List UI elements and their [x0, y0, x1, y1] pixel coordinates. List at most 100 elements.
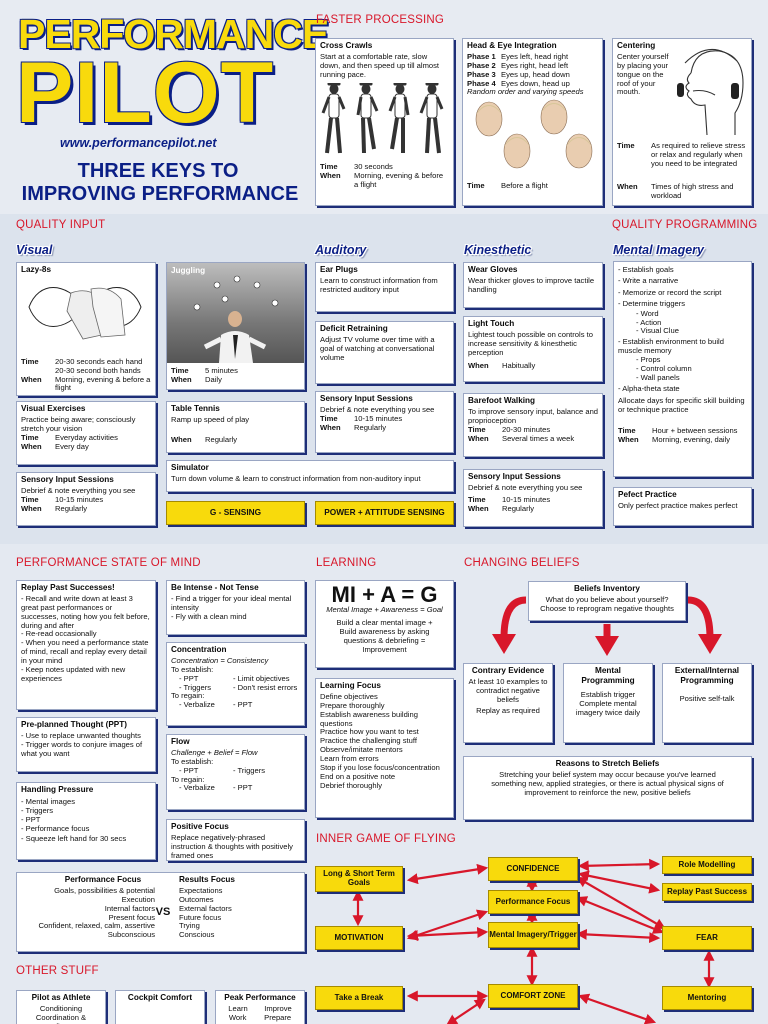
time-value: 10-15 minutes [502, 494, 551, 504]
phase-label: Phase 2 [467, 60, 496, 70]
card-text: To improve sensory input, balance and pr… [468, 406, 599, 425]
card-text: Center yourself by placing your tongue o… [617, 51, 669, 97]
sensory-auditory-card: Sensory Input Sessions Debrief & note ev… [315, 391, 454, 453]
trigger-item: Visual Clue [636, 327, 747, 336]
quality-programming-header: QUALITY PROGRAMMING [612, 219, 758, 231]
performance-focus-node: Performance Focus [488, 890, 578, 914]
when-value: Times of high stress and workload [651, 182, 734, 200]
website-link[interactable]: www.performancepilot.net [60, 136, 217, 150]
when-label: When [21, 503, 42, 513]
peak-item: Work [228, 1012, 247, 1022]
card-text: Wear thicker gloves to improve tactile h… [468, 275, 595, 294]
time-label: Time [320, 413, 338, 423]
juggling-photo [167, 263, 304, 363]
card-title: Cockpit Comfort [127, 993, 193, 1002]
quality-input-header: QUALITY INPUT [16, 219, 106, 231]
mentoring-node: Mentoring [662, 986, 752, 1010]
establish-label: To establish: [171, 664, 214, 674]
env-item: Control column [636, 364, 747, 374]
card-title: Wear Gloves [468, 265, 518, 274]
when-label: When [21, 374, 42, 384]
imagery-item: Establish goals [618, 264, 747, 275]
flow-card: Flow Challenge + Belief = Flow To establ… [166, 734, 305, 810]
time-value: 20-30 minutes [502, 424, 551, 434]
establish-item: Triggers [179, 683, 227, 693]
when-label: When [468, 360, 489, 370]
pilot-athlete-card: Pilot as Athlete Conditioning Coordinati… [16, 990, 106, 1024]
power-attitude-sensing-button[interactable]: POWER + ATTITUDE SENSING [315, 501, 454, 525]
results-focus-item: Trying [179, 921, 200, 931]
psm-header: PERFORMANCE STATE OF MIND [16, 557, 201, 569]
learning-item: Debrief thoroughly [320, 781, 383, 791]
time-label: Time [21, 356, 39, 366]
when-label: When [171, 434, 192, 444]
card-text: At least 10 examples to contradict negat… [468, 676, 548, 704]
mi-a-g-formula: MI + A = G [331, 582, 438, 607]
phase-value: Eyes right, head left [501, 60, 569, 70]
when-label: When [468, 503, 489, 513]
visual-subheader: Visual [16, 243, 53, 257]
card-title: Visual Exercises [21, 404, 86, 413]
replay-item: Keep notes updated with new experiences [21, 665, 151, 684]
when-value: Several times a week [502, 433, 575, 443]
when-value: Morning, evening & before a flight [55, 374, 151, 393]
time-value: 10-15 minutes [55, 494, 104, 504]
learning-item: Observe/imitate mentors [320, 745, 403, 755]
card-title: Light Touch [468, 319, 515, 328]
when-value: Regularly [55, 503, 88, 513]
beliefs-inventory-card: Beliefs Inventory What do you believe ab… [528, 581, 686, 621]
when-label: When [618, 435, 639, 444]
logo-pilot: PILOT [16, 45, 275, 141]
time-value: 30 seconds [354, 162, 393, 172]
card-text: What do you believe about yourself? Choo… [540, 594, 674, 613]
card-title: Positive Focus [171, 822, 229, 831]
card-title: Contrary Evidence [471, 666, 545, 675]
card-text: Only perfect practice makes perfect [618, 500, 738, 510]
card-title: Table Tennis [171, 404, 220, 413]
card-text: Replay as required [476, 705, 540, 715]
handling-pressure-card: Handling Pressure Mental images Triggers… [16, 782, 156, 860]
replay-list: Recall and write down at least 3 great p… [21, 594, 151, 685]
card-title: Reasons to Stretch Beliefs [555, 759, 660, 768]
learning-header: LEARNING [316, 557, 377, 569]
auditory-subheader: Auditory [315, 243, 367, 257]
replay-item: When you need a performance state of min… [21, 638, 151, 666]
cross-crawls-card: Cross Crawls Start at a comfortable rate… [315, 38, 454, 206]
card-title: Cross Crawls [320, 41, 373, 50]
regain-item: Verbalize [179, 784, 227, 793]
other-stuff-header: OTHER STUFF [16, 965, 99, 977]
time-value: 5 minutes [205, 366, 238, 375]
card-text: Debrief & note everything you see [21, 485, 136, 495]
faster-processing-header: FASTER PROCESSING [316, 14, 445, 26]
when-value: Every day [55, 441, 89, 451]
card-title: Mental Programming [581, 666, 635, 685]
card-text: Adjust TV volume over time with a goal o… [320, 334, 435, 362]
card-title: Pre-planned Thought (PPT) [21, 720, 127, 729]
card-title: Replay Past Successes! [21, 583, 115, 592]
card-title: Head & Eye Integration [467, 41, 557, 50]
head-profile-illustration [677, 48, 744, 136]
g-sensing-button[interactable]: G - SENSING [166, 501, 305, 525]
card-title: Concentration [171, 645, 227, 654]
pressure-item: Squeeze left hand for 30 secs [21, 834, 151, 843]
concentration-formula: Concentration = Consistency [171, 655, 269, 665]
card-title: Handling Pressure [21, 785, 94, 794]
results-focus-title: Results Focus [179, 875, 235, 884]
barefoot-walking-card: Barefoot Walking To improve sensory inpu… [463, 393, 603, 457]
establish-item: PPT [179, 674, 227, 684]
phase-value: Eyes up, head down [501, 69, 570, 79]
learning-item: Prepare thoroughly [320, 700, 385, 710]
imagery-item: Determine triggers [618, 298, 747, 309]
card-title: Pilot as Athlete [31, 993, 91, 1002]
results-focus-item: Outcomes [179, 894, 214, 904]
comfort-zone-node: COMFORT ZONE [488, 984, 578, 1008]
time-label: Time [617, 141, 635, 150]
trigger-sublist: Word Action Visual Clue [618, 309, 747, 337]
imagery-list-2: Establish environment to build muscle me… [618, 337, 747, 356]
card-text: Replace negatively-phrased instruction &… [171, 832, 293, 860]
establish-item: Limit objectives [233, 674, 297, 684]
when-label: When [320, 171, 341, 181]
peak-item: Learn [228, 1003, 248, 1013]
